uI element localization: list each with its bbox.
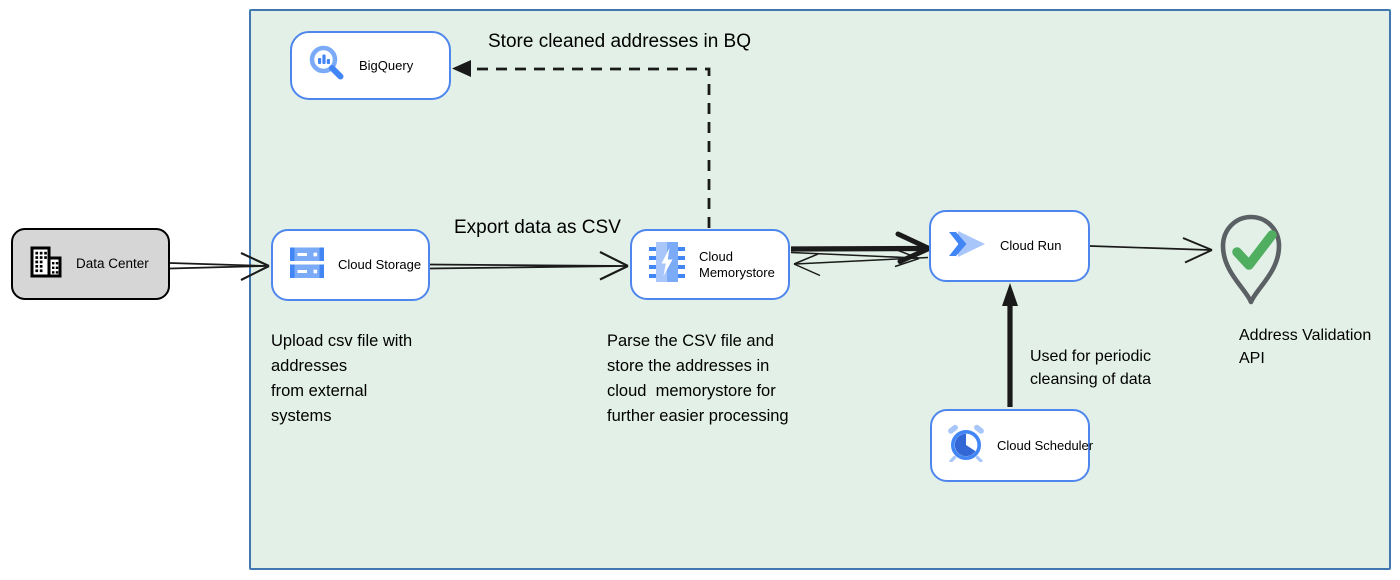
- node-cloud-storage[interactable]: Cloud Storage: [271, 229, 430, 301]
- node-label: Cloud Scheduler: [997, 437, 1094, 453]
- node-cloud-run[interactable]: Cloud Run: [929, 210, 1090, 282]
- alarm-clock-icon: [946, 424, 986, 467]
- address-validation-api-label: Address Validation API: [1239, 327, 1375, 367]
- annotation-export-csv: Export data as CSV: [454, 217, 621, 238]
- run-chevrons-icon: [947, 228, 987, 265]
- node-label: Cloud Run: [1000, 238, 1062, 253]
- annotation-scheduler-note: Used for periodic cleansing of data: [1030, 348, 1151, 388]
- gcp-boundary-container[interactable]: [249, 9, 1391, 570]
- node-cloud-scheduler[interactable]: Cloud Scheduler: [930, 409, 1094, 482]
- node-data-center[interactable]: Data Center: [11, 228, 170, 300]
- node-address-validation-api[interactable]: [1212, 208, 1290, 313]
- building-icon: [29, 245, 63, 284]
- memory-chip-bolt-icon: [648, 241, 686, 288]
- storage-buckets-icon: [289, 245, 325, 286]
- annotation-parse-note: Parse the CSV file and store the address…: [607, 332, 789, 425]
- node-label: Data Center: [76, 256, 149, 271]
- node-cloud-memorystore[interactable]: Cloud Memorystore: [630, 229, 790, 300]
- map-pin-checkmark-icon: [1212, 214, 1290, 312]
- node-bigquery[interactable]: BigQuery: [290, 31, 451, 100]
- node-label: Cloud Storage: [338, 257, 422, 272]
- annotation-store-cleaned-bq: Store cleaned addresses in BQ: [488, 31, 751, 52]
- node-label: BigQuery: [359, 57, 414, 73]
- node-label: Cloud Memorystore: [699, 248, 775, 280]
- annotation-upload-note: Upload csv file with addresses from exte…: [271, 332, 413, 425]
- magnifier-chart-icon: [308, 44, 346, 87]
